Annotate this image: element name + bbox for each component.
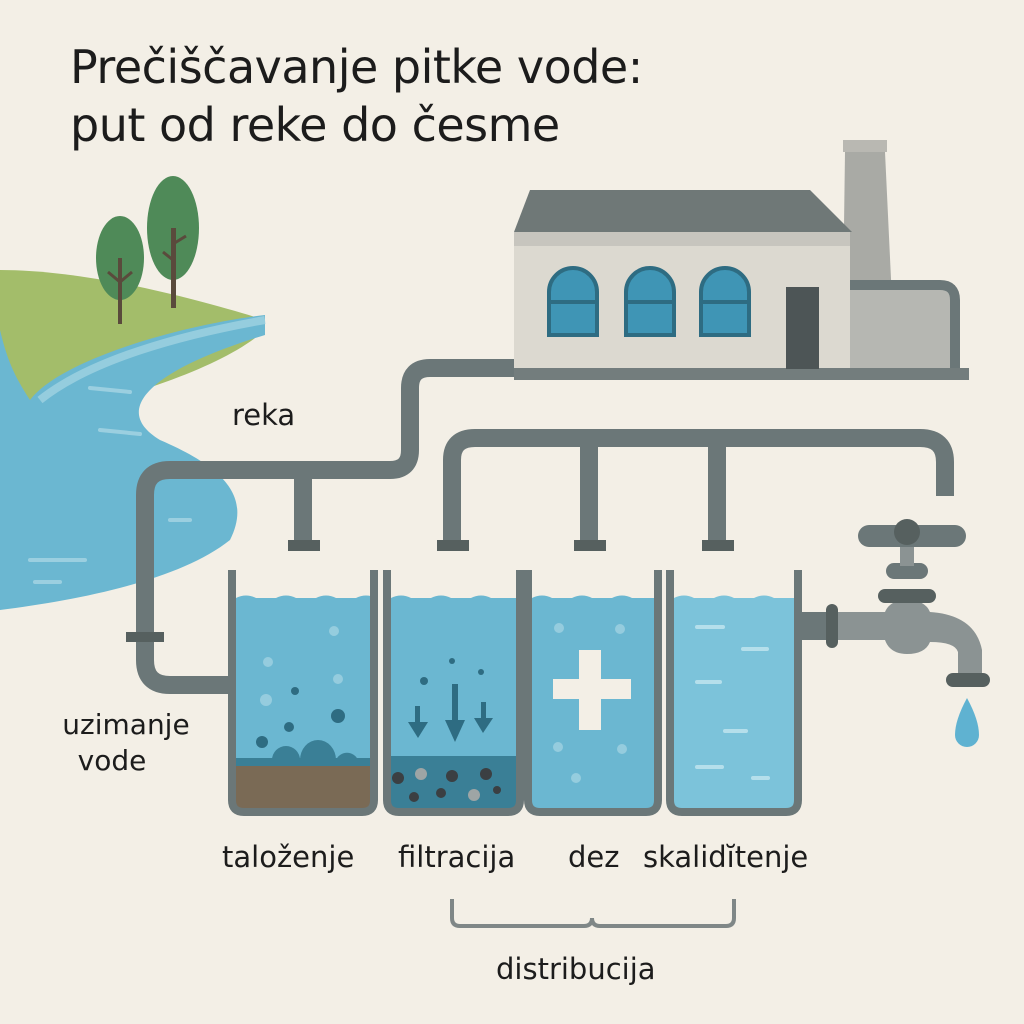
stage-label-disinfection: dez	[568, 840, 620, 874]
river	[0, 315, 265, 610]
tank-sedimentation	[228, 560, 378, 816]
tank-filtration	[383, 560, 524, 816]
faucet-icon[interactable]	[798, 519, 990, 687]
stage-label-storage: skalidĭtenje	[643, 840, 809, 874]
stage-label-filtration: filtracija	[398, 840, 516, 874]
down-arrows-icon	[408, 684, 493, 742]
distribution-label: distribucija	[496, 952, 656, 986]
treatment-plant-building	[514, 140, 969, 380]
tank-disinfection	[524, 560, 662, 816]
water-drop-icon	[955, 698, 979, 747]
plus-cross-icon	[553, 650, 631, 730]
intake-label-line-2: vode	[77, 744, 147, 777]
river-ripples	[28, 386, 192, 584]
title-line-1: Prečiščavanje pitke vode:	[70, 40, 643, 94]
page-title: Prečiščavanje pitke vode: put od reke do…	[70, 38, 643, 154]
window-icon	[547, 266, 599, 337]
title-line-2: put od reke do česme	[70, 98, 560, 152]
tank-clear-water	[666, 560, 802, 816]
distribution-bracket	[450, 899, 736, 928]
river-label: reka	[232, 398, 296, 432]
tree-icon	[96, 216, 144, 324]
intake-label-line-1: uzimanje	[62, 708, 190, 741]
pipe-network	[136, 359, 954, 694]
intake-label: uzimanje vode	[46, 707, 206, 779]
window-icon	[699, 266, 751, 337]
stage-label-sedimentation: taloženje	[222, 840, 355, 874]
tree-icon	[147, 176, 199, 308]
window-icon	[624, 266, 676, 337]
clear-water-icon	[695, 625, 770, 780]
pipe-flanges	[126, 540, 734, 642]
